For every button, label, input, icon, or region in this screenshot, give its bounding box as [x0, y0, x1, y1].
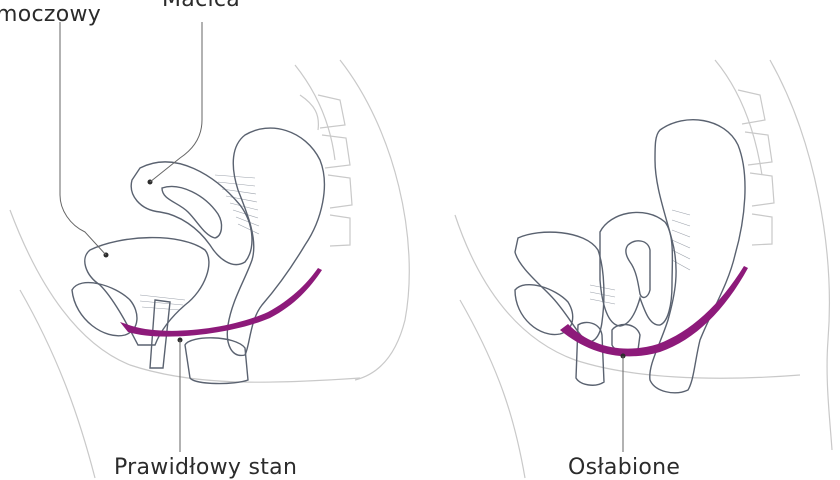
bladder-right — [514, 231, 605, 343]
bladder-label: moczowy — [0, 2, 102, 27]
sacrum-line-right — [714, 59, 763, 176]
uterus-right — [599, 211, 674, 327]
spine-right — [737, 89, 775, 246]
sacrum-line — [294, 64, 336, 161]
pelvic-floor-muscle-right — [560, 266, 748, 357]
thigh-contour — [19, 289, 96, 479]
body-contour-back — [339, 59, 410, 381]
thigh-contour-right — [459, 299, 526, 479]
rectum — [226, 127, 326, 357]
normal-state-label: Prawidłowy stan — [114, 455, 298, 480]
ligaments-right — [589, 209, 691, 305]
rectum-right — [649, 119, 746, 394]
pelvic-floor-muscle — [120, 268, 322, 337]
uterus-cavity — [161, 185, 223, 239]
uterus-label: Macica — [162, 0, 240, 11]
spine — [299, 94, 353, 247]
bladder-leader-line — [59, 22, 107, 256]
uterus — [130, 161, 253, 266]
weakened-state-label: Osłabione — [568, 455, 681, 480]
vaginal-canal — [184, 337, 249, 385]
weakened-pelvis-illustration — [454, 59, 833, 479]
urethra-tube-right — [575, 321, 605, 386]
body-contour-front-right — [454, 214, 801, 379]
uterus-leader-line — [149, 22, 203, 183]
normal-pelvis-illustration — [9, 22, 410, 479]
pubic-bone-right — [514, 283, 574, 336]
body-contour-back-right — [769, 59, 833, 451]
uterus-cavity-right — [625, 240, 651, 299]
bladder — [84, 236, 210, 346]
body-contour-front — [9, 209, 361, 383]
